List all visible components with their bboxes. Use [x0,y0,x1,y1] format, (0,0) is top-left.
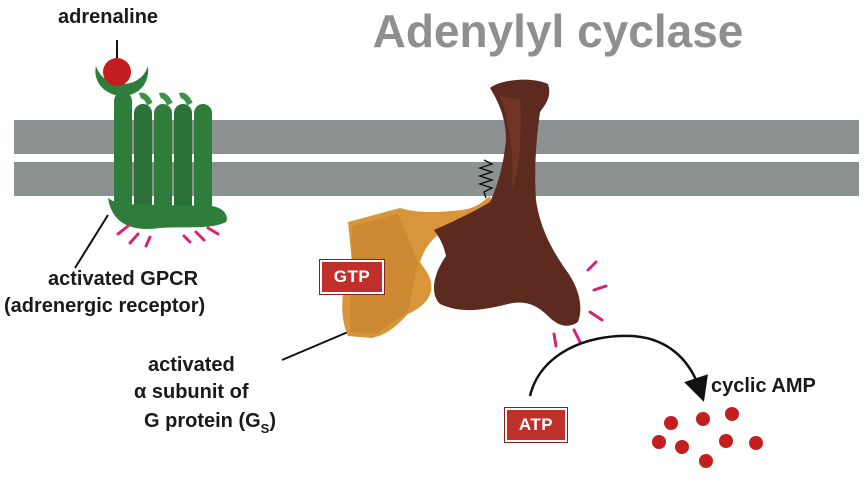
alpha-subunit-label-subscript: S [260,421,270,436]
cyclase-activation-marks [552,260,608,348]
diagram-title: Adenylyl cyclase [372,5,744,57]
reaction-arrow [528,334,708,402]
adrenaline-label: adrenaline [58,6,159,28]
gtp-badge: GTP [320,260,384,294]
adrenaline-molecule [103,58,131,86]
alpha-subunit-label-main: G protein (G [144,410,261,432]
alpha-subunit-label-line1: activated [148,354,235,376]
atp-badge: ATP [505,408,567,442]
alpha-subunit-label-line3: G protein (GS) [144,410,277,436]
cyclic-amp-molecules [652,407,763,468]
gpcr-activation-marks [116,224,220,248]
g-protein-alpha-subunit [342,196,494,338]
gpcr-receptor [95,66,227,229]
adenylyl-cyclase-enzyme [433,79,581,326]
alpha-subunit-label-end: ) [269,410,277,432]
cyclic-amp-label: cyclic AMP [711,375,816,397]
gpcr-label-line2: (adrenergic receptor) [4,295,206,317]
gpcr-pointer [74,214,109,269]
gpcr-label-line1: activated GPCR [48,268,199,290]
alpha-subunit-label-line2: α subunit of [134,381,249,403]
alpha-subunit-pointer [281,331,349,361]
lipid-anchor-spring [477,159,495,199]
